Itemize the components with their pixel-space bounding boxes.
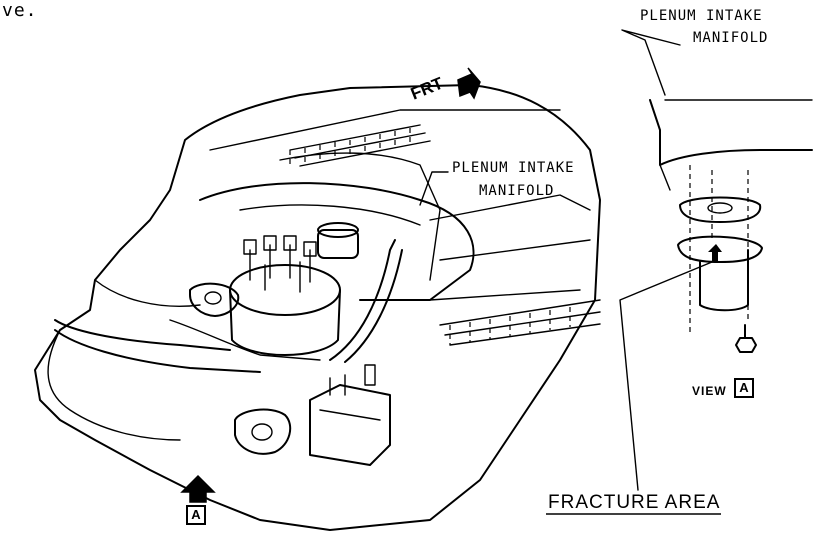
detail-view: [619, 29, 813, 491]
front-arrow-icon: [457, 67, 481, 100]
engine-body: [34, 84, 601, 531]
view-a-box-label: A: [734, 378, 754, 398]
manifold-flange-main: [189, 282, 292, 455]
fuel-lines: [54, 239, 403, 373]
plenum-main-label-line1: PLENUM INTAKE: [452, 160, 575, 176]
distributor: [229, 222, 359, 356]
plenum-main-label-line2: MANIFOLD: [479, 183, 555, 199]
fracture-pointer-icon: [708, 244, 722, 262]
plenum-view-label-line2: MANIFOLD: [693, 30, 769, 46]
view-a-text: VIEW: [692, 384, 727, 398]
top-left-fragment: ve.: [2, 0, 38, 21]
plenum-main-leader: [419, 171, 449, 206]
plenum-view-label-line1: PLENUM INTAKE: [640, 8, 763, 24]
fracture-area-label: FRACTURE AREA: [548, 492, 721, 513]
ignition-coil: [309, 364, 391, 466]
view-a-arrow-icon: [180, 474, 216, 503]
arrow-a-box-label: A: [186, 505, 206, 525]
